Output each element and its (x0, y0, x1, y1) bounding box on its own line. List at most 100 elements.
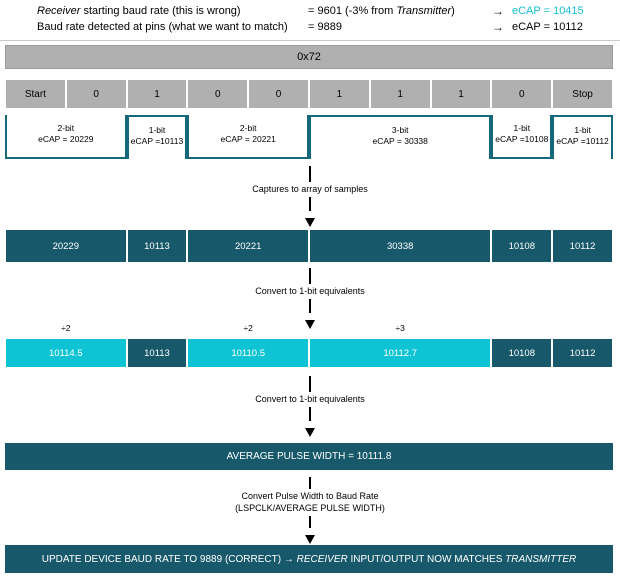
waveform-segment-0-dimension-arrow (10, 124, 122, 144)
bit-cell-4: 0 (248, 79, 309, 109)
header-row-2-arrow-icon: → (492, 20, 504, 34)
header-row-1-arrow-icon: → (492, 4, 504, 18)
normalized-cell-5: 10112 (552, 338, 613, 368)
header-row-1-description: Receiver starting baud rate (this is wro… (37, 3, 241, 19)
flow-arrow-2: Convert to 1-bit equivalents (0, 268, 620, 329)
flow-arrow-4-stem-top (309, 477, 311, 489)
flow-arrow-2-stem-bottom (309, 299, 311, 313)
flow-arrow-3: Convert to 1-bit equivalents (0, 376, 620, 437)
arrow-right-icon (298, 136, 304, 142)
flow-arrow-1-head-wrap (305, 197, 315, 227)
normalized-cell-2: 10110.5 (187, 338, 309, 368)
normalized-cell-0: 10114.5 (5, 338, 127, 368)
result-bar: UPDATE DEVICE BAUD RATE TO 9889 (CORRECT… (5, 545, 613, 573)
bit-cell-9: Stop (552, 79, 613, 109)
result-bar-part2: INPUT/OUTPUT NOW MATCHES (347, 553, 506, 565)
label-backdrop (218, 124, 278, 144)
flow-arrow-2-head-wrap (305, 299, 315, 329)
average-pulse-width-bar: AVERAGE PULSE WIDTH = 10111.8 (5, 443, 613, 470)
bit-cell-3: 0 (187, 79, 249, 109)
flow-arrow-3-arrowhead-icon (305, 428, 315, 437)
divisor-label-2: ÷2 (243, 323, 253, 333)
normalized-cell-1: 10113 (126, 338, 188, 368)
arrow-left-icon (314, 138, 319, 144)
flow-arrow-4-caption-line2: (LSPCLK/AVERAGE PULSE WIDTH) (235, 503, 385, 513)
flow-arrow-1-caption: Captures to array of samples (252, 184, 368, 194)
flow-arrow-4-arrowhead-icon (305, 535, 315, 544)
flow-arrow-1: Captures to array of samples (0, 166, 620, 227)
label-backdrop (36, 124, 96, 144)
sample-cell-0: 20229 (5, 229, 127, 263)
flow-arrow-3-stem-bottom (309, 407, 311, 421)
header-row-2-ecap: eCAP = 10112 (512, 21, 583, 33)
result-bar-text: UPDATE DEVICE BAUD RATE TO 9889 (CORRECT… (42, 554, 577, 565)
header-row-2-description: Baud rate detected at pins (what we want… (37, 21, 288, 33)
label-backdrop (559, 126, 606, 146)
header-row-1-value-italic: Transmitter (396, 5, 452, 17)
waveform-segment-1-dimension-arrow (131, 126, 183, 146)
divisor-label-row: ÷2 ÷2 ÷3 (5, 323, 613, 336)
header-row-1-ecap: eCAP = 10415 (512, 5, 584, 17)
label-backdrop (498, 124, 546, 144)
label-backdrop (370, 126, 430, 146)
label-backdrop (133, 126, 181, 146)
flow-arrow-3-head-wrap (305, 407, 315, 437)
arrow-right-icon (481, 138, 487, 144)
flow-arrow-4: Convert Pulse Width to Baud Rate (LSPCLK… (0, 477, 620, 544)
waveform-segment-3-dimension-arrow (314, 126, 487, 146)
header-row-1: Receiver starting baud rate (this is wro… (0, 3, 620, 19)
header-block: Receiver starting baud rate (this is wro… (0, 0, 620, 36)
flow-arrow-3-stem-top (309, 376, 311, 392)
flow-arrow-4-caption-line1: Convert Pulse Width to Baud Rate (241, 491, 379, 501)
result-bar-transmitter: TRANSMITTER (505, 553, 577, 565)
bit-cell-7: 1 (430, 79, 492, 109)
sample-cell-1: 10113 (126, 229, 188, 263)
byte-value-bar: 0x72 (5, 45, 613, 69)
waveform-segment-4-dimension-arrow (496, 124, 548, 144)
normalized-cell-4: 10108 (491, 338, 553, 368)
bit-cell-6: 1 (369, 79, 431, 109)
header-row-2: Baud rate detected at pins (what we want… (0, 19, 620, 35)
divisor-label-0: ÷2 (61, 323, 71, 333)
result-bar-part1: UPDATE DEVICE BAUD RATE TO 9889 (CORRECT… (41, 553, 297, 565)
flow-arrow-1-arrowhead-icon (305, 218, 315, 227)
divisor-label-3: ÷3 (395, 323, 405, 333)
sample-cell-3: 30338 (308, 229, 492, 263)
header-row-2-value: = 9889 (308, 21, 342, 33)
bit-cell-0: Start (5, 79, 66, 109)
flow-arrow-3-caption: Convert to 1-bit equivalents (255, 394, 365, 404)
header-row-1-description-italic: Receiver (37, 5, 81, 17)
flow-arrow-4-head-wrap (305, 516, 315, 544)
flow-arrow-2-arrowhead-icon (305, 320, 315, 329)
flow-arrow-1-stem-top (309, 166, 311, 182)
flow-arrow-2-caption: Convert to 1-bit equivalents (255, 286, 365, 296)
sample-cell-4: 10108 (491, 229, 553, 263)
sample-cell-5: 10112 (552, 229, 613, 263)
waveform-segment-5-dimension-arrow (557, 126, 608, 146)
bit-cell-2: 1 (126, 79, 188, 109)
header-row-1-description-rest: starting baud rate (this is wrong) (80, 5, 241, 17)
header-row-1-value-prefix: = 9601 (-3% from (308, 5, 397, 17)
flow-arrow-4-stem-bottom (309, 516, 311, 528)
arrow-left-icon (10, 136, 15, 142)
result-bar-receiver: RECEIVER (296, 553, 348, 565)
bit-cell-1: 0 (65, 79, 127, 109)
sample-cell-2: 20221 (187, 229, 309, 263)
bit-cell-5: 1 (308, 79, 370, 109)
waveform-segment-2-dimension-arrow (192, 124, 304, 144)
header-divider (0, 40, 620, 41)
header-row-1-value: = 9601 (-3% from Transmitter) (308, 3, 455, 19)
flow-arrow-1-stem-bottom (309, 197, 311, 211)
flow-arrow-2-stem-top (309, 268, 311, 284)
normalized-cell-3: 10112.7 (308, 338, 492, 368)
